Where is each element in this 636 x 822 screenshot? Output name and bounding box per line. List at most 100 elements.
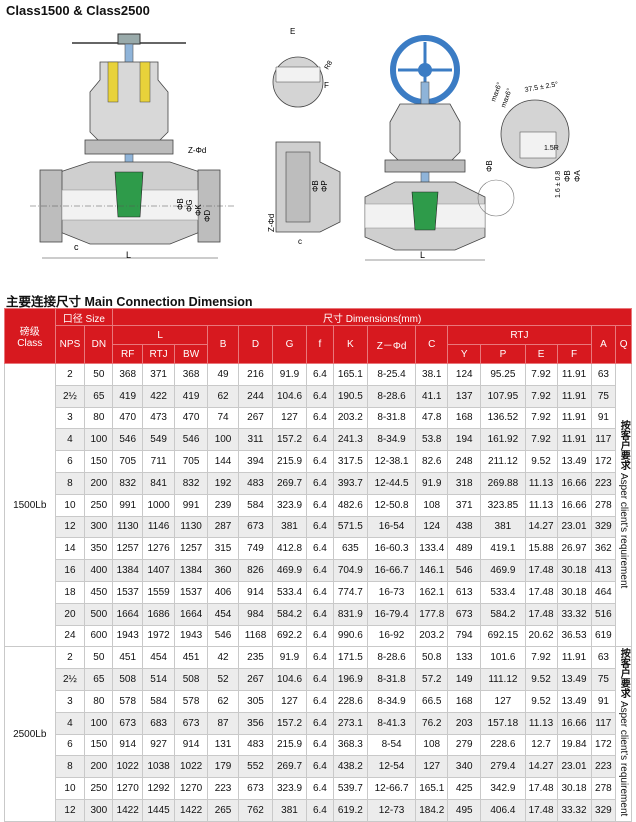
table-cell: 203.2 [415,624,449,648]
mid-dim-b-label: ΦB [311,180,320,192]
table-cell: 450 [84,580,114,604]
table-cell: 279.4 [480,755,526,779]
table-cell: 483 [237,733,274,757]
table-cell: 179 [207,755,239,779]
table-cell: 9.52 [524,668,558,691]
table-cell: 19.84 [556,733,592,757]
table-cell: 62 [207,384,239,408]
table-cell: 12-38.1 [366,450,417,473]
table-cell: 4 [54,711,86,735]
table-cell: 584.2 [480,602,526,626]
table-cell: 419 [112,384,144,408]
table-cell: 539.7 [332,777,368,800]
table-cell: 150 [84,450,114,473]
table-cell: 1537 [174,580,209,604]
table-cell: 12-50.8 [366,493,417,517]
table-cell: 413 [590,559,617,582]
table-cell: 826 [237,559,274,582]
table-cell: 508 [112,668,144,691]
table-cell: 990.6 [332,624,368,648]
table-cell: 991 [174,493,209,517]
header-zd: Z－Φd [366,325,417,364]
table-cell: 578 [112,689,144,713]
right-dim-angle-label: 37.5 ± 2.5° [524,80,559,94]
table-cell: 16-92 [366,624,417,648]
table-cell: 2½ [54,384,86,408]
table-cell: 794 [447,624,482,648]
table-cell: 168 [447,406,482,430]
header-e: E [524,344,558,364]
table-cell: 546 [447,559,482,582]
right-dim-b2-label: ΦB [563,170,572,182]
table-cell: 600 [84,624,114,648]
table-cell: 2½ [54,668,86,691]
table-cell: 8-34.9 [366,428,417,452]
table-cell: 12 [54,515,86,539]
table-cell: 914 [112,733,144,757]
left-valve-drawing: L c Z-Φd ΦD ΦK ΦG ΦB [30,33,236,260]
table-cell: 323.85 [480,493,526,517]
left-dim-b-label: ΦB [176,198,185,210]
table-cell: 18 [54,580,86,604]
table-cell: 80 [84,406,114,430]
table-cell: 7.92 [524,428,558,452]
table-cell: 16-54 [366,515,417,539]
table-cell: 692.2 [272,624,308,648]
table-cell: 171.5 [332,646,368,670]
table-cell: 6.4 [306,537,334,561]
table-cell: 75 [590,384,617,408]
table-cell: 619.2 [332,798,368,822]
table-cell: 300 [84,515,114,539]
table-cell: 711 [142,450,176,473]
table-cell: 841 [142,471,176,495]
header-class-zh: 磅级 [19,327,40,338]
mid-dim-f-label: F [324,81,329,90]
table-cell: 63 [590,363,617,386]
table-cell: 161.92 [480,428,526,452]
table-cell: 11.13 [524,471,558,495]
table-cell: 100 [207,428,239,452]
table-cell: 6.4 [306,515,334,539]
class-2500-label: 2500Lb [4,646,56,822]
table-cell: 17.48 [524,798,558,822]
header-nps: NPS [54,325,86,364]
table-cell: 75 [590,668,617,691]
table-cell: 13.49 [556,450,592,473]
table-cell: 11.91 [556,428,592,452]
table-cell: 705 [174,450,209,473]
table-cell: 14 [54,537,86,561]
table-cell: 6.4 [306,363,334,386]
table-cell: 12-44.5 [366,471,417,495]
table-cell: 315 [207,537,239,561]
table-cell: 62 [207,689,239,713]
table-cell: 673 [174,711,209,735]
table-cell: 108 [415,733,449,757]
class-2500-q-note: 按客户要求Asper client's requirement [615,646,632,822]
table-cell: 381 [272,515,308,539]
header-p: P [480,344,526,364]
table-cell: 6.4 [306,471,334,495]
table-cell: 578 [174,689,209,713]
table-cell: 16.66 [556,711,592,735]
table-cell: 419 [174,384,209,408]
table-cell: 117 [590,428,617,452]
table-cell: 340 [447,755,482,779]
table-cell: 371 [142,363,176,386]
table-cell: 41.1 [415,384,449,408]
header-a: A [590,325,617,364]
table-cell: 26.97 [556,537,592,561]
class-1500-q-zh: 按客户要求 [618,419,630,470]
table-cell: 1943 [112,624,144,648]
table-cell: 362 [590,537,617,561]
table-cell: 196.9 [332,668,368,691]
table-cell: 393.7 [332,471,368,495]
table-cell: 368 [174,363,209,386]
table-cell: 317.5 [332,450,368,473]
table-cell: 533.4 [272,580,308,604]
table-cell: 20.62 [524,624,558,648]
